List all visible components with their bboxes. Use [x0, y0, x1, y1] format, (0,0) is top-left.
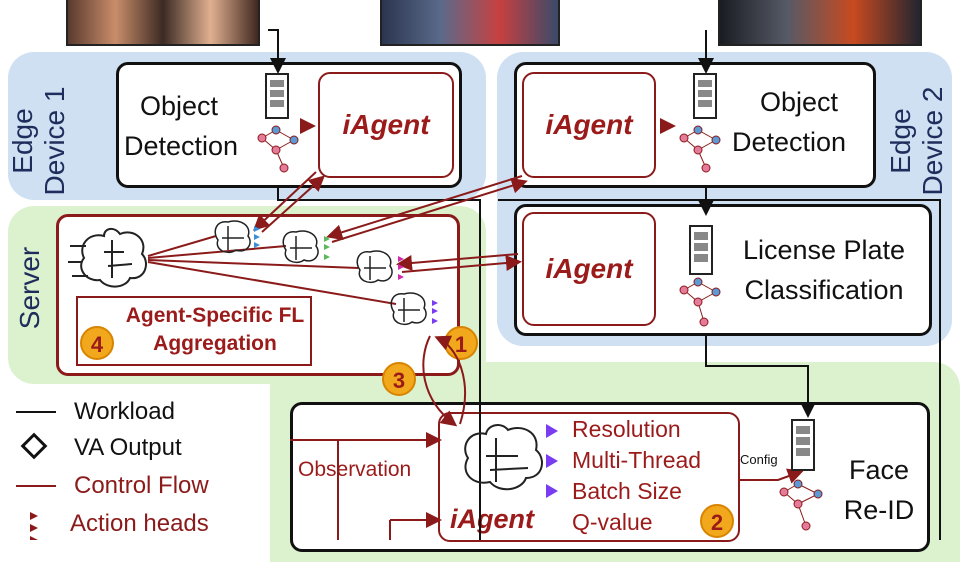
- face-reid-label: Face Re-ID: [843, 455, 915, 525]
- observation-label: Observation: [298, 458, 412, 481]
- brain-icon-client-4: [390, 292, 427, 326]
- camera-feed-2: [380, 0, 560, 46]
- legend-action-heads: Action heads: [70, 510, 209, 537]
- action-heads-client-1: [254, 226, 260, 248]
- output-resolution: Resolution: [572, 416, 681, 442]
- output-batch-size: Batch Size: [572, 478, 682, 504]
- badge-4: 4: [80, 326, 114, 360]
- output-q-value: Q-value: [572, 509, 653, 535]
- edge-1-iagent: iAgent: [318, 72, 454, 178]
- neural-net-icon-edge-2b: [679, 277, 721, 327]
- lower-iagent: [438, 412, 740, 542]
- camera-feed-1: [66, 0, 260, 46]
- battery-icon-edge-1: [265, 73, 289, 119]
- diagram-drawing-layer: [16, 29, 941, 540]
- action-heads-client-4: [432, 300, 438, 324]
- battery-icon-face-reid: [791, 419, 815, 471]
- neural-net-icon-face-reid: [779, 479, 823, 531]
- battery-icon-edge-2b: [689, 225, 713, 275]
- badge-2: 2: [700, 504, 734, 538]
- brain-icon-lower-iagent: [464, 424, 543, 491]
- lower-iagent-title: iAgent: [450, 504, 534, 534]
- workload-lines: [268, 29, 941, 540]
- action-heads-client-2: [324, 236, 330, 260]
- legend-control-flow: Control Flow: [74, 472, 209, 499]
- action-heads-lower-iagent: [546, 424, 558, 498]
- edge-1-module-label: Object Detection: [124, 91, 239, 161]
- legend-va-output: VA Output: [74, 434, 182, 461]
- edge-2-control-triangle: [660, 118, 676, 134]
- neural-net-icon-edge-1: [257, 125, 299, 173]
- legend-action-heads-icon: [30, 512, 38, 540]
- brain-icon-client-2: [282, 230, 319, 264]
- output-multi-thread: Multi-Thread: [572, 447, 702, 473]
- edge-2-module-label: Object Detection: [732, 87, 847, 157]
- badge-3: 3: [382, 362, 416, 396]
- edge-1-control-triangle: [300, 118, 316, 134]
- edge-2-iagent-b: iAgent: [522, 212, 656, 326]
- legend-workload: Workload: [74, 398, 175, 425]
- battery-icon-edge-2a: [693, 73, 717, 119]
- fl-aggregation-label: Agent-Specific FL Aggregation: [125, 304, 305, 355]
- config-label: Config: [740, 452, 778, 467]
- brain-icon-client-3: [356, 250, 393, 284]
- neural-net-icon-edge-2a: [679, 125, 721, 173]
- action-heads-client-3: [398, 256, 404, 280]
- brain-icon-client-1: [214, 220, 251, 254]
- brain-icon-global: [68, 228, 147, 288]
- license-plate-label: License Plate Classification: [742, 235, 906, 305]
- fl-aggregation-box: [76, 296, 312, 366]
- control-flow-lines: [147, 171, 804, 540]
- camera-feed-3: [718, 0, 922, 46]
- agent-outputs: Resolution Multi-Thread Batch Size Q-val…: [572, 414, 701, 538]
- edge-2-iagent-a: iAgent: [522, 72, 656, 178]
- legend-va-output-diamond: [20, 432, 48, 460]
